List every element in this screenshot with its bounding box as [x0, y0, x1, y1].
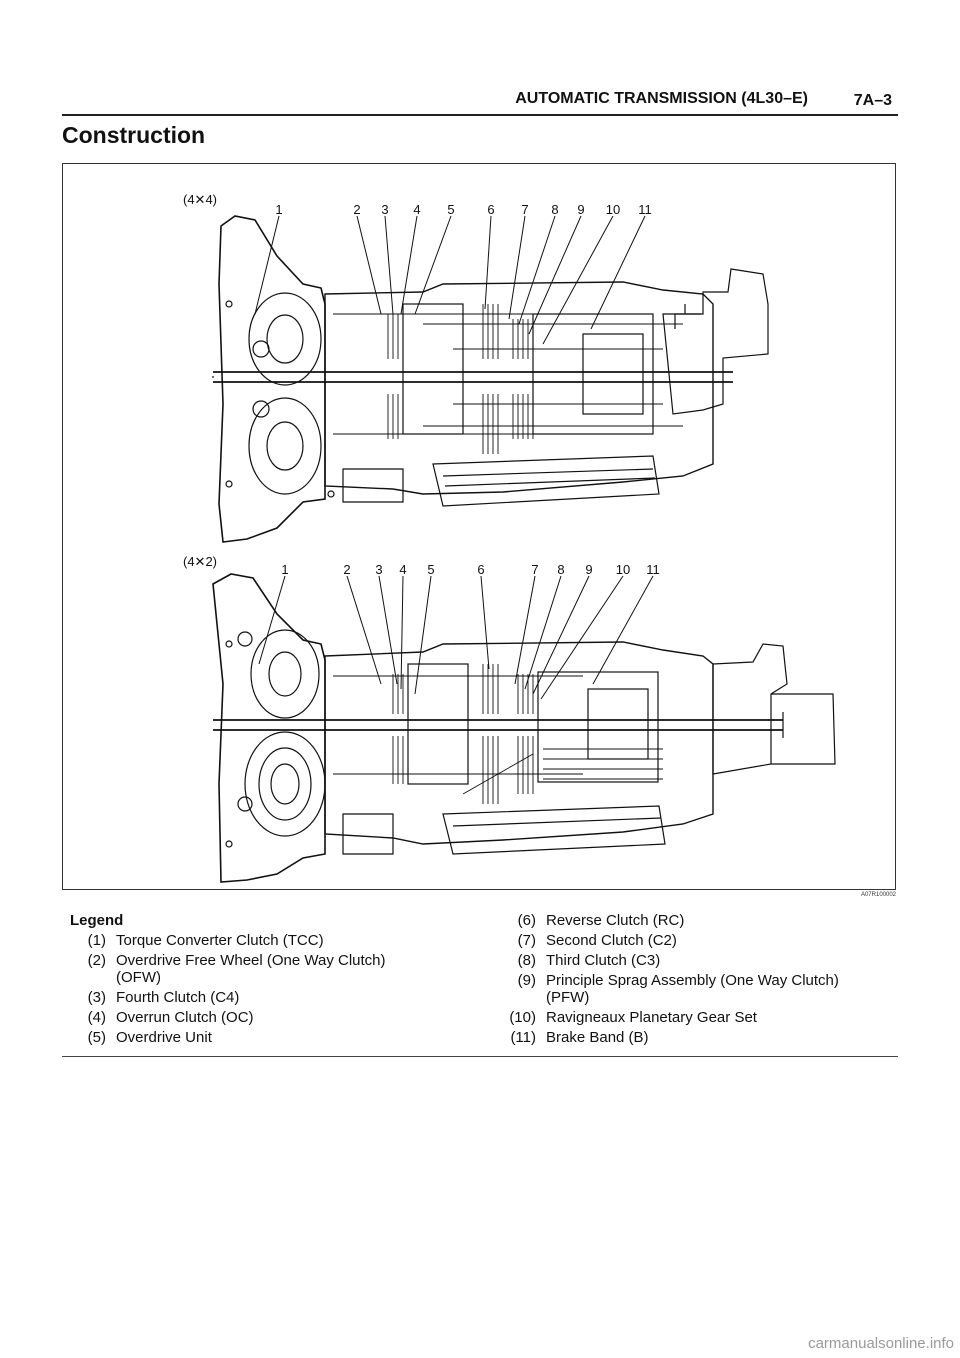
callout-4x4-5: 5: [447, 202, 454, 217]
legend-text: Fourth Clutch (C4): [116, 989, 240, 1006]
legend-num: (8): [517, 952, 536, 969]
legend-num: (3): [87, 989, 106, 1006]
leader-lines-4x2: [258, 575, 654, 700]
legend-num: (7): [517, 932, 536, 949]
legend-text: Ravigneaux Planetary Gear Set: [546, 1009, 757, 1026]
cutaway-4x2: [212, 573, 836, 883]
legend-heading: Legend: [70, 912, 124, 929]
callout-4x4-8: 8: [551, 202, 558, 217]
callout-4x2-2: 2: [343, 562, 350, 577]
legend-text: Principle Sprag Assembly (One Way Clutch…: [546, 972, 839, 1006]
figure-code: A07R100002: [860, 892, 896, 898]
callout-4x4-2: 2: [353, 202, 360, 217]
callout-4x2-9: 9: [585, 562, 592, 577]
callout-4x2-11: 11: [646, 562, 660, 577]
legend-text: Overdrive Free Wheel (One Way Clutch) (O…: [116, 952, 386, 986]
callout-4x4-11: 11: [638, 202, 652, 217]
legend-num: (4): [87, 1009, 106, 1026]
callout-4x2-8: 8: [557, 562, 564, 577]
legend-text: Overrun Clutch (OC): [116, 1009, 254, 1026]
callout-4x4-3: 3: [381, 202, 388, 217]
header-title: AUTOMATIC TRANSMISSION (4L30–E): [515, 90, 808, 107]
callout-4x2-5: 5: [427, 562, 434, 577]
header-rule: [62, 114, 898, 116]
legend-text: Reverse Clutch (RC): [546, 912, 685, 929]
section-title: Construction: [62, 122, 206, 148]
legend-text: Torque Converter Clutch (TCC): [116, 932, 324, 949]
callout-4x2-1: 1: [281, 562, 288, 577]
callout-4x4-6: 6: [487, 202, 494, 217]
callout-4x2-6: 6: [477, 562, 484, 577]
variant-label-4x2: (4✕2): [183, 554, 217, 569]
legend-num: (6): [517, 912, 536, 929]
legend-num: (2): [87, 952, 106, 969]
callout-4x4-9: 9: [577, 202, 584, 217]
page-number: 7A–3: [853, 92, 892, 109]
callout-4x4-10: 10: [606, 202, 620, 217]
callout-4x2-4: 4: [399, 562, 406, 577]
bottom-rule: [62, 1056, 898, 1057]
legend-num: (11): [510, 1029, 536, 1046]
callout-4x2-7: 7: [531, 562, 538, 577]
callout-4x4-4: 4: [413, 202, 420, 217]
variant-label-4x4: (4✕4): [183, 192, 217, 207]
callout-4x2-10: 10: [616, 562, 630, 577]
legend-text: Second Clutch (C2): [546, 932, 677, 949]
legend-num: (5): [87, 1029, 106, 1046]
watermark: carmanualsonline.info: [808, 1335, 954, 1352]
cutaway-4x4: [212, 215, 769, 543]
page-header: AUTOMATIC TRANSMISSION (4L30–E) 7A–3: [0, 90, 960, 120]
legend-num: (10): [509, 1009, 536, 1026]
callout-4x4-7: 7: [521, 202, 528, 217]
legend-text: Overdrive Unit: [116, 1029, 212, 1046]
callout-4x4-1: 1: [275, 202, 282, 217]
legend-num: (9): [517, 972, 536, 989]
leader-lines-4x4: [254, 215, 646, 345]
transmission-cutaway-figure: (4✕4) (4✕2) 1 2 3 4 5 6 7 8 9 10 11 1 2 …: [62, 163, 896, 890]
legend-text: Brake Band (B): [546, 1029, 649, 1046]
legend-text: Third Clutch (C3): [546, 952, 661, 969]
cutaway-illustration: (4✕4) (4✕2) 1 2 3 4 5 6 7 8 9 10 11 1 2 …: [183, 192, 836, 883]
callout-4x2-3: 3: [375, 562, 382, 577]
legend-num: (1): [87, 932, 106, 949]
